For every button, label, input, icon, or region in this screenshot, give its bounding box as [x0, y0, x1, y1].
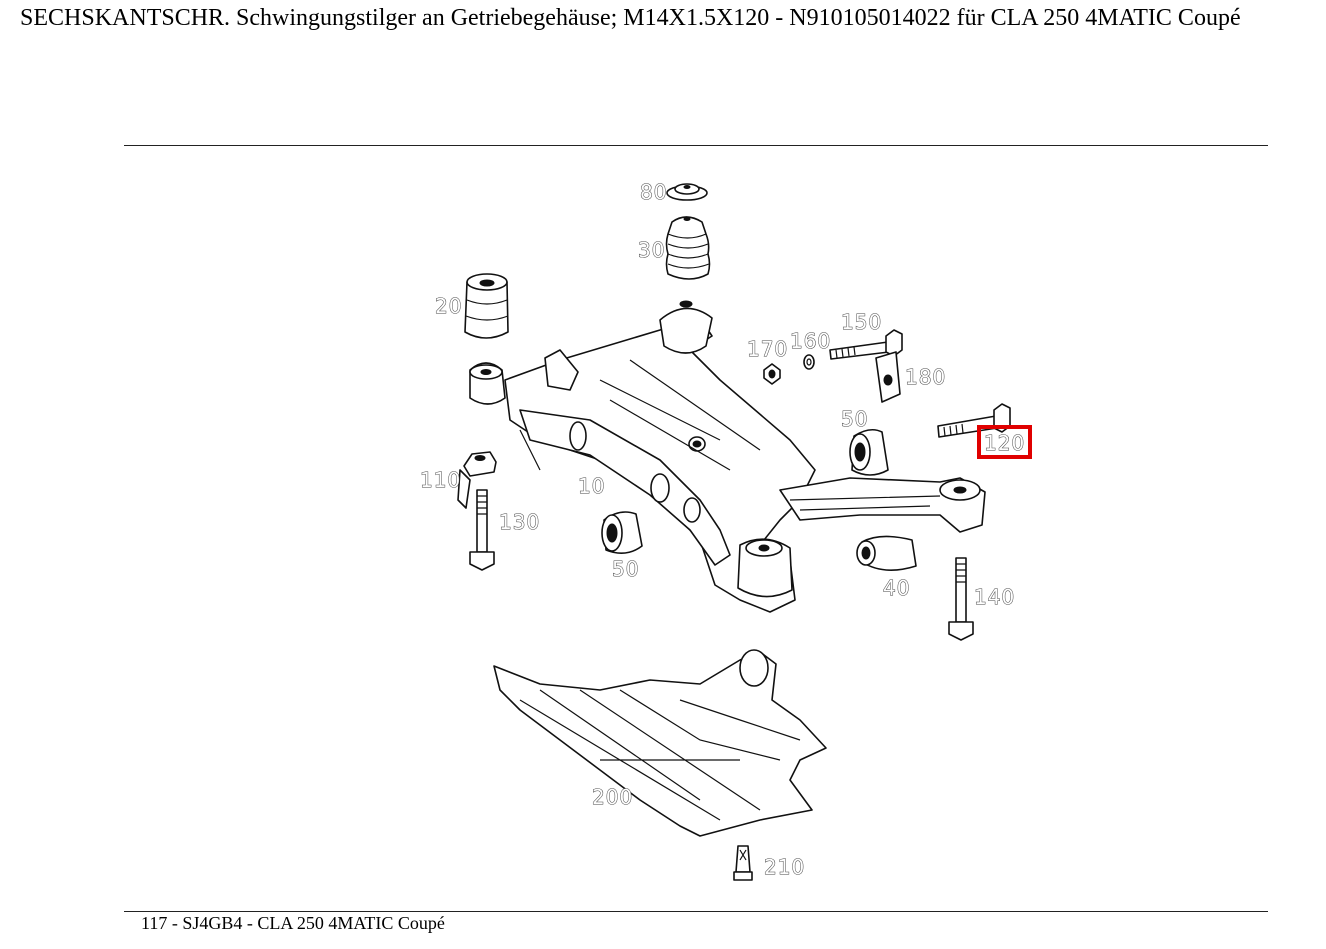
part-170-drawing[interactable]	[763, 363, 781, 385]
part-140-drawing[interactable]	[948, 557, 974, 641]
part-30-drawing[interactable]	[665, 216, 711, 280]
label-part-30[interactable]: 30	[638, 238, 665, 263]
label-part-80[interactable]: 80	[640, 180, 667, 205]
highlight-box-part-120	[977, 425, 1032, 459]
page-title: SECHSKANTSCHR. Schwingungstilger an Getr…	[20, 5, 1241, 31]
label-part-130[interactable]: 130	[499, 510, 540, 535]
part-160-drawing[interactable]	[803, 354, 815, 370]
label-part-180[interactable]: 180	[905, 365, 946, 390]
part-200-drawing[interactable]	[493, 649, 827, 837]
label-part-10[interactable]: 10	[578, 474, 605, 499]
label-part-50-upper[interactable]: 50	[841, 407, 868, 432]
top-divider	[124, 145, 1268, 146]
label-part-150[interactable]: 150	[841, 310, 882, 335]
label-part-210[interactable]: 210	[764, 855, 805, 880]
part-150-drawing[interactable]	[829, 329, 903, 360]
label-part-110[interactable]: 110	[420, 468, 461, 493]
part-50-lower-drawing[interactable]	[601, 511, 643, 554]
part-50-upper-drawing[interactable]	[849, 428, 889, 476]
part-180-drawing[interactable]	[875, 351, 901, 403]
part-130-drawing[interactable]	[469, 489, 495, 571]
label-part-120[interactable]: 120	[984, 431, 1025, 456]
part-20-drawing[interactable]	[464, 273, 509, 339]
label-part-140[interactable]: 140	[974, 585, 1015, 610]
label-part-200[interactable]: 200	[592, 785, 633, 810]
label-part-20[interactable]: 20	[435, 294, 462, 319]
part-80-drawing[interactable]	[666, 183, 708, 201]
part-40-drawing[interactable]	[856, 535, 917, 571]
footer-caption: 117 - SJ4GB4 - CLA 250 4MATIC Coupé	[141, 913, 445, 933]
part-110-drawing[interactable]	[457, 451, 497, 509]
label-part-50-lower[interactable]: 50	[612, 557, 639, 582]
label-part-160[interactable]: 160	[790, 329, 831, 354]
label-part-170[interactable]: 170	[747, 337, 788, 362]
bottom-divider	[124, 911, 1268, 912]
part-10-drawing[interactable]	[469, 300, 986, 613]
part-210-drawing[interactable]	[733, 845, 753, 881]
label-part-40[interactable]: 40	[883, 576, 910, 601]
